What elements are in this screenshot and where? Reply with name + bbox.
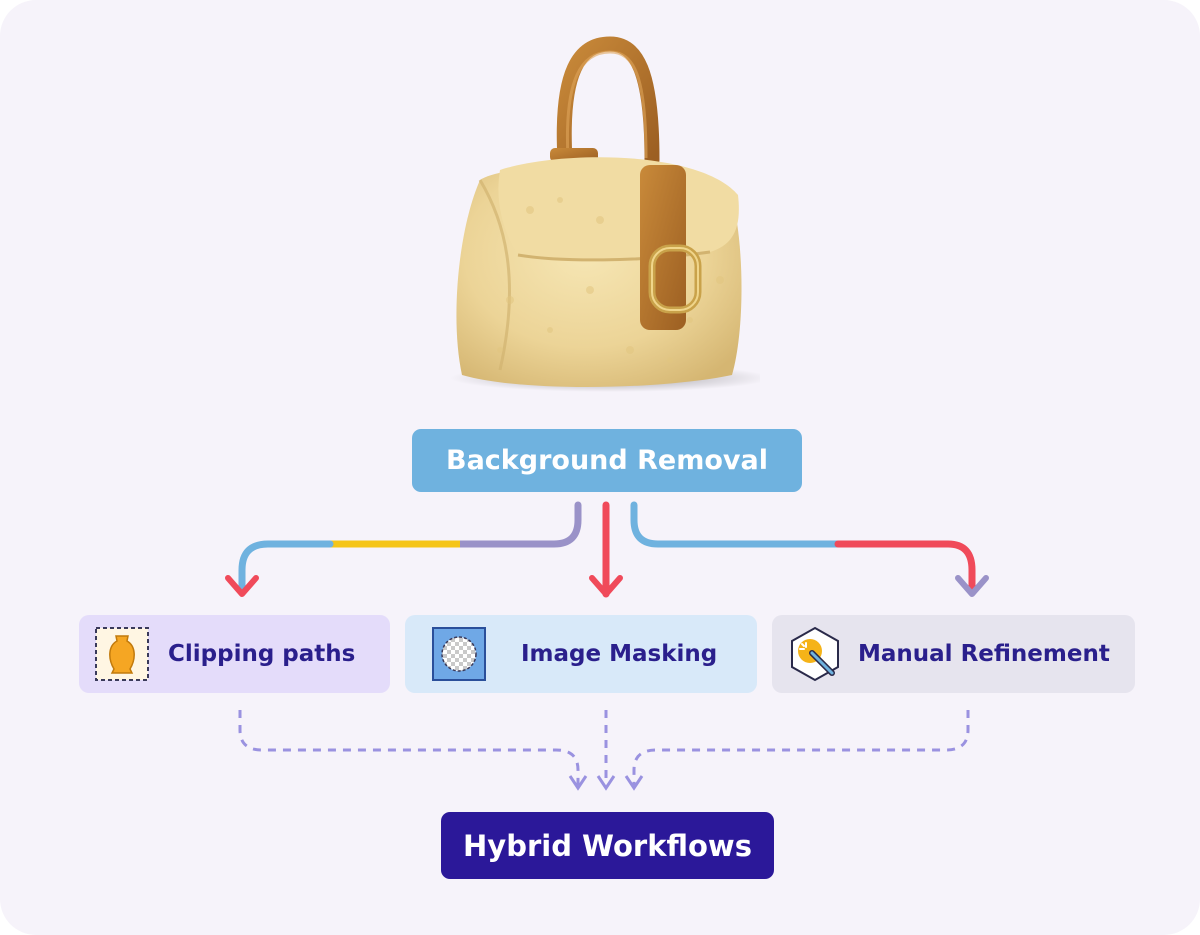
image-masking-label: Image Masking [521, 641, 718, 667]
connector-to-clipping-blue [238, 540, 334, 594]
mask-circle-icon [432, 627, 486, 681]
background-removal-label: Background Removal [446, 445, 768, 476]
arrowhead-clipping [225, 575, 259, 597]
arrowhead-masking [589, 575, 623, 597]
background-removal-node: Background Removal [412, 429, 802, 492]
manual-refinement-node: Manual Refinement [772, 615, 1135, 693]
image-masking-node: Image Masking [405, 615, 757, 693]
dashed-arrowhead-right [624, 775, 644, 791]
clipping-paths-label: Clipping paths [168, 641, 356, 667]
dashed-connector-clipping [238, 710, 580, 785]
handbag-image [450, 36, 760, 392]
dashed-arrowhead-left [568, 775, 588, 791]
manual-refinement-label: Manual Refinement [858, 641, 1110, 667]
connector-to-clipping-purple [456, 501, 582, 548]
dashed-arrowhead-middle [596, 775, 616, 791]
clipping-paths-node: Clipping paths [79, 615, 390, 693]
magic-wand-icon [791, 626, 839, 682]
arrowhead-manual [955, 575, 989, 597]
hybrid-workflows-node: Hybrid Workflows [441, 812, 774, 879]
vase-clipping-icon [95, 627, 149, 681]
connector-to-manual-blue [630, 501, 842, 548]
hybrid-workflows-label: Hybrid Workflows [463, 828, 752, 863]
connector-to-manual-red [834, 540, 976, 594]
dashed-connector-manual [632, 710, 970, 785]
